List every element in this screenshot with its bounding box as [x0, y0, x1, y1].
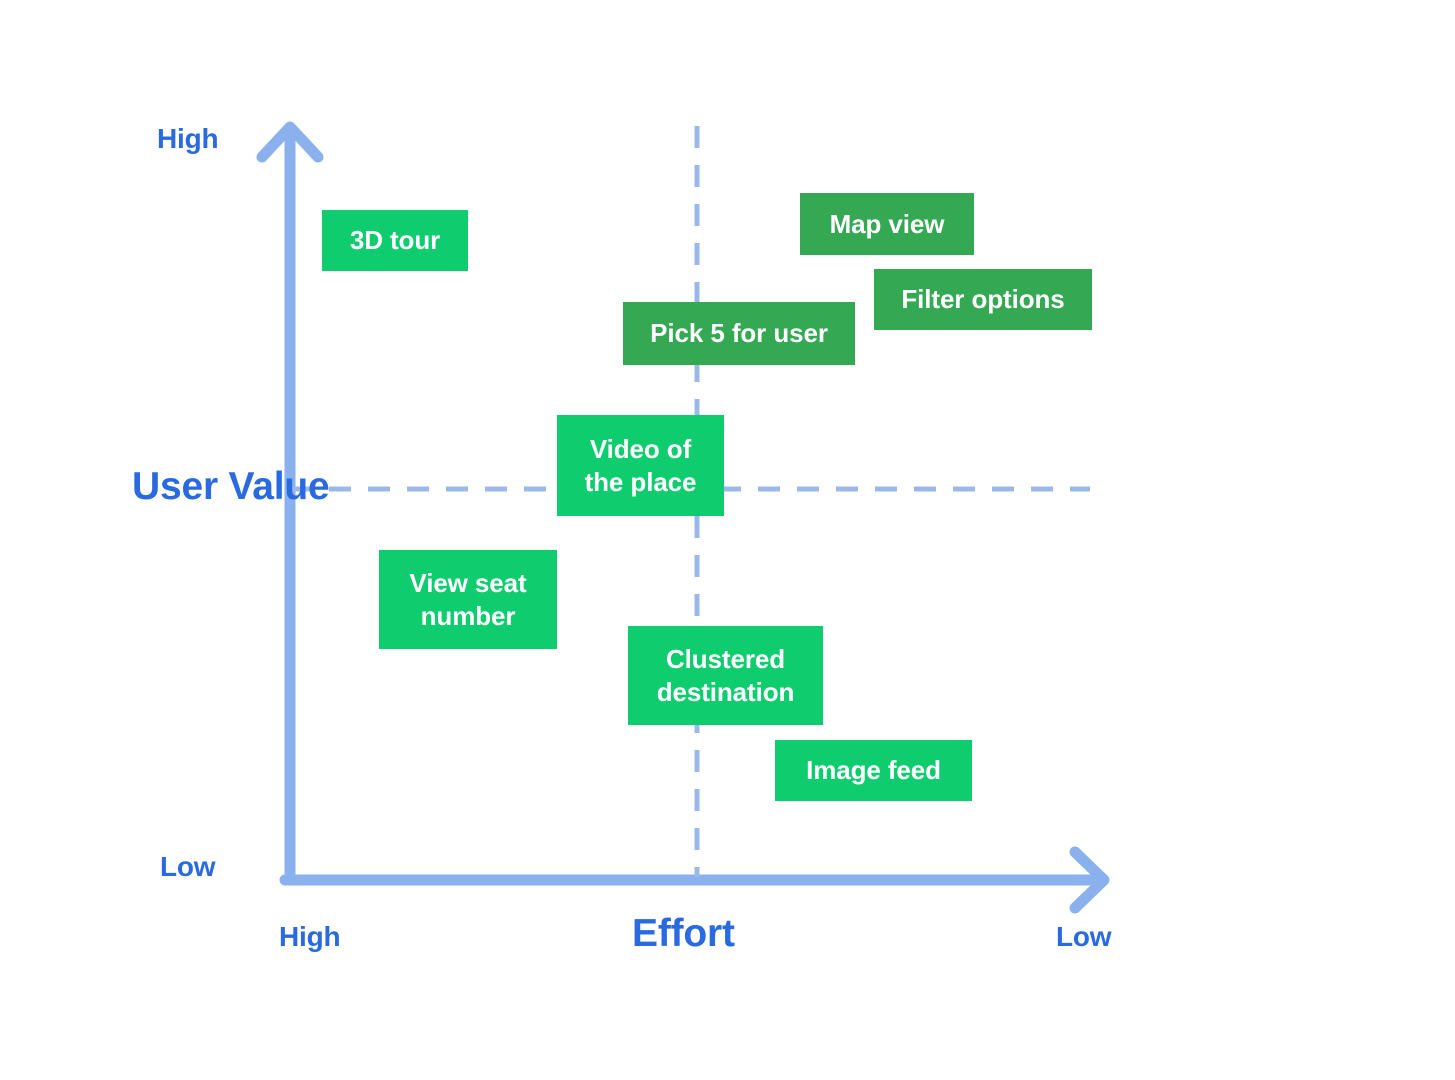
idea-box-image-feed[interactable]: Image feed — [775, 740, 972, 801]
y-axis-low-label: Low — [160, 851, 216, 882]
idea-box-map-view[interactable]: Map view — [800, 193, 974, 255]
y-axis-high-label: High — [157, 123, 219, 154]
x-axis-high-label: High — [279, 921, 341, 952]
idea-box-filter-options[interactable]: Filter options — [874, 269, 1092, 330]
idea-box-label: Pick 5 for user — [650, 318, 828, 349]
idea-box-label: Filter options — [901, 284, 1065, 315]
idea-box-3d-tour[interactable]: 3D tour — [322, 210, 468, 271]
idea-box-label: 3D tour — [349, 225, 441, 256]
x-axis-low-label: Low — [1056, 921, 1112, 952]
idea-box-pick-5-for-user[interactable]: Pick 5 for user — [623, 302, 855, 365]
x-axis-arrowhead — [1069, 846, 1110, 914]
x-axis-title: Effort — [632, 912, 735, 955]
y-axis-arrowhead — [256, 121, 324, 163]
y-axis-title: User Value — [132, 465, 330, 508]
idea-box-label: Map view — [829, 208, 945, 239]
idea-box-label: Image feed — [806, 755, 941, 786]
